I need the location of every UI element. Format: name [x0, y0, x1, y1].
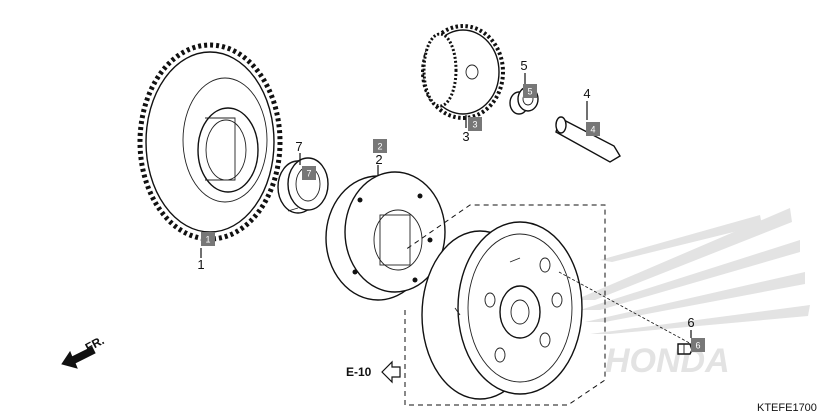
front-direction-indicator: FR. — [61, 333, 106, 369]
tag-3: 3 — [468, 117, 482, 131]
starter-clutch — [325, 171, 446, 301]
tag-6: 6 — [691, 338, 705, 352]
tag-7: 7 — [302, 166, 316, 180]
tag-5: 5 — [523, 84, 537, 98]
starter-driven-gear — [137, 42, 283, 242]
svg-text:1: 1 — [205, 235, 210, 245]
callout-2: 2 — [375, 152, 382, 167]
reference-label: E-10 — [346, 365, 372, 379]
assembly-outline — [404, 204, 606, 406]
shaft — [555, 116, 621, 163]
svg-text:HONDA: HONDA — [605, 342, 730, 380]
honda-wing-watermark: HONDA — [575, 208, 810, 380]
reference-arrow-icon — [381, 360, 401, 384]
svg-text:5: 5 — [527, 87, 532, 97]
svg-text:3: 3 — [472, 120, 477, 130]
front-arrow-icon — [61, 346, 96, 369]
callout-3: 3 — [462, 129, 469, 144]
diagram-code: KTEFE1700 — [757, 402, 817, 414]
callout-1: 1 — [197, 257, 204, 272]
reduction-gear — [421, 24, 505, 120]
svg-text:6: 6 — [695, 341, 700, 351]
tag-2: 2 — [373, 139, 387, 153]
svg-text:2: 2 — [377, 142, 382, 152]
tag-1: 1 — [201, 232, 215, 246]
tag-4: 4 — [586, 122, 600, 136]
callout-5: 5 — [520, 58, 527, 73]
callout-6: 6 — [687, 315, 694, 330]
callout-4: 4 — [583, 86, 590, 101]
callout-7: 7 — [295, 139, 302, 154]
svg-text:4: 4 — [590, 125, 595, 135]
svg-text:7: 7 — [306, 169, 311, 179]
flywheel — [421, 221, 583, 400]
